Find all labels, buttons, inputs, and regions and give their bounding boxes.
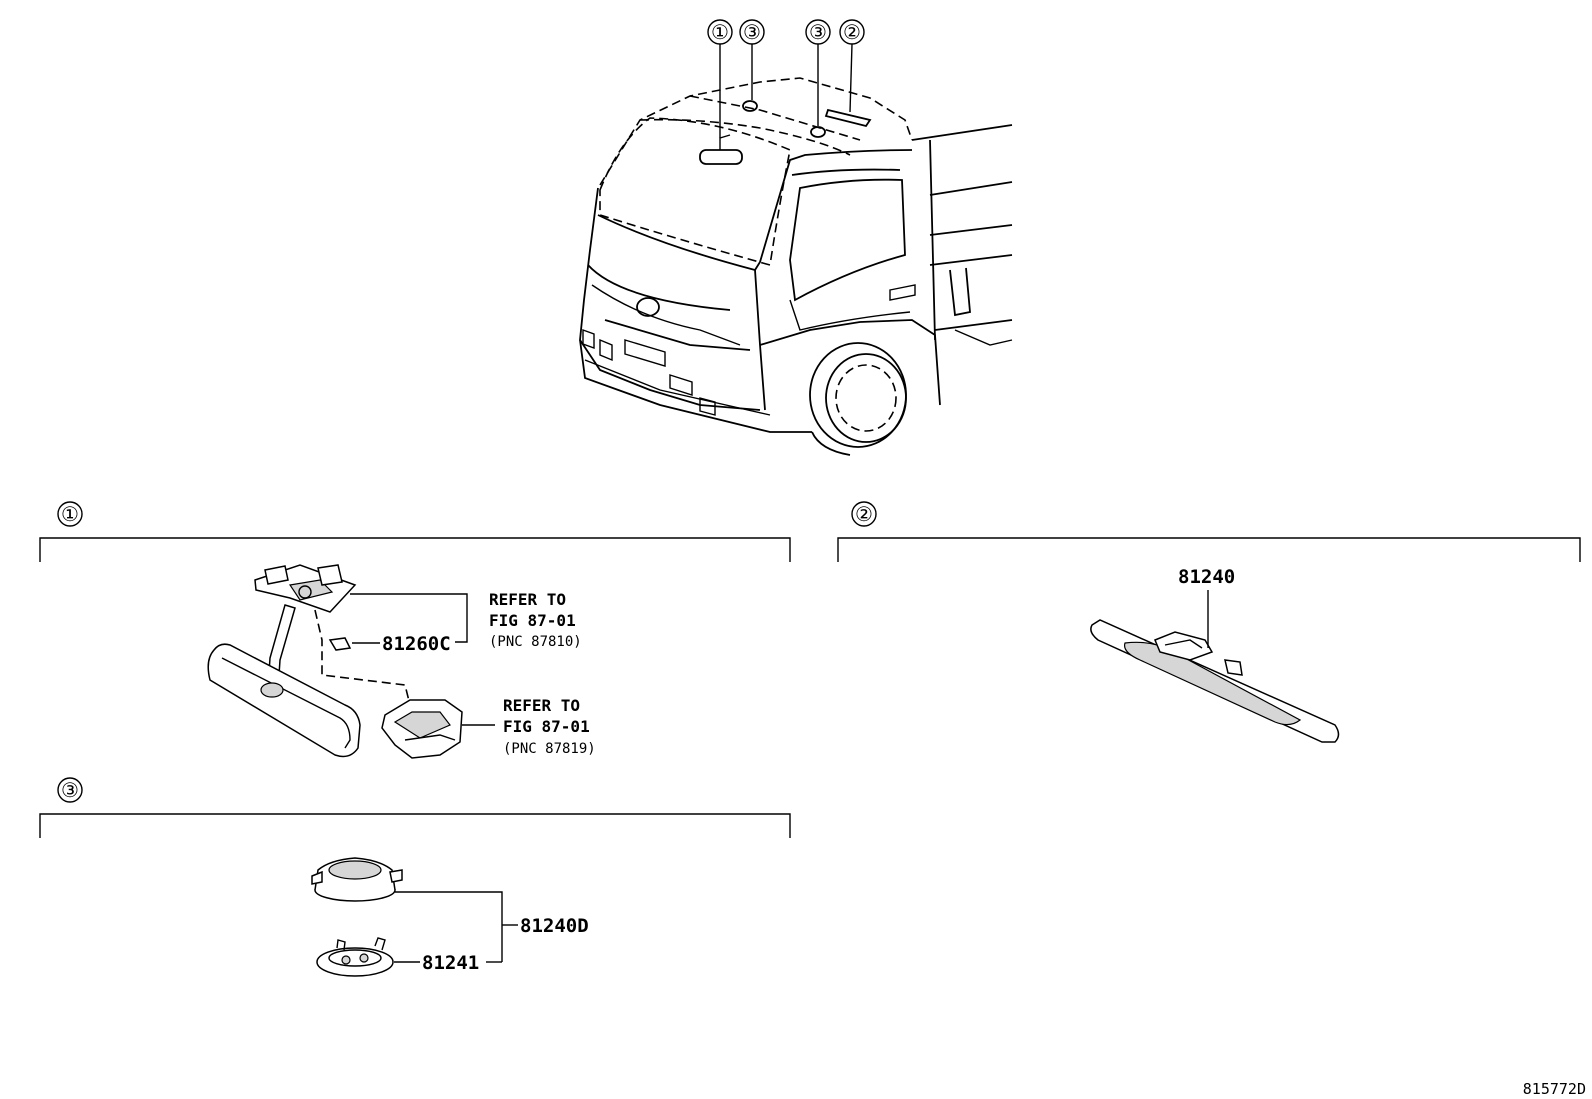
truck-overview-illustration bbox=[579, 77, 1013, 456]
svg-text:③: ③ bbox=[809, 20, 827, 44]
reference-note-1[interactable]: REFER TO FIG 87-01 (PNC 87810) bbox=[489, 590, 582, 650]
part-number-81240D[interactable]: 81240D bbox=[520, 915, 589, 937]
section-3: ③ 81240D 81241 bbox=[39, 777, 791, 977]
mirror-mount-illustration bbox=[207, 564, 463, 759]
svg-text:REFER TO: REFER TO bbox=[489, 590, 566, 609]
callout-3-left[interactable]: ③ bbox=[739, 19, 765, 100]
leader-81240D-bracket bbox=[395, 891, 503, 962]
leader-ref-1 bbox=[350, 593, 468, 643]
part-number-81260C[interactable]: 81260C bbox=[382, 633, 451, 655]
section-bracket-3 bbox=[39, 813, 791, 838]
svg-text:(PNC 87810): (PNC 87810) bbox=[489, 634, 582, 650]
part-number-81240[interactable]: 81240 bbox=[1178, 566, 1235, 588]
svg-text:③: ③ bbox=[743, 20, 761, 44]
section-1: ① 81260C bbox=[39, 501, 791, 759]
section-marker-2: ② bbox=[855, 502, 873, 526]
svg-text:(PNC 87819): (PNC 87819) bbox=[503, 741, 596, 757]
section-marker-1: ① bbox=[61, 502, 79, 526]
dome-lamp-illustration bbox=[311, 857, 403, 902]
lamp-base-illustration bbox=[316, 937, 394, 977]
section-marker-3: ③ bbox=[61, 778, 79, 802]
part-number-81241[interactable]: 81241 bbox=[422, 952, 479, 974]
callout-3-right[interactable]: ③ bbox=[805, 19, 831, 126]
svg-text:FIG 87-01: FIG 87-01 bbox=[489, 611, 576, 630]
svg-text:FIG 87-01: FIG 87-01 bbox=[503, 717, 590, 736]
section-bracket-2 bbox=[837, 537, 1581, 562]
svg-text:REFER TO: REFER TO bbox=[503, 696, 580, 715]
figure-number: 815772D bbox=[1523, 1080, 1586, 1098]
truck-callouts: ① ③ ③ ② bbox=[707, 19, 865, 138]
callout-1[interactable]: ① bbox=[707, 19, 733, 138]
reference-note-2[interactable]: REFER TO FIG 87-01 (PNC 87819) bbox=[503, 696, 596, 757]
section-2: ② 81240 bbox=[837, 501, 1581, 743]
svg-text:②: ② bbox=[843, 20, 861, 44]
svg-text:①: ① bbox=[711, 20, 729, 44]
section-bracket-1 bbox=[39, 537, 791, 562]
callout-2[interactable]: ② bbox=[839, 19, 865, 113]
map-lamp-illustration bbox=[1090, 619, 1340, 743]
